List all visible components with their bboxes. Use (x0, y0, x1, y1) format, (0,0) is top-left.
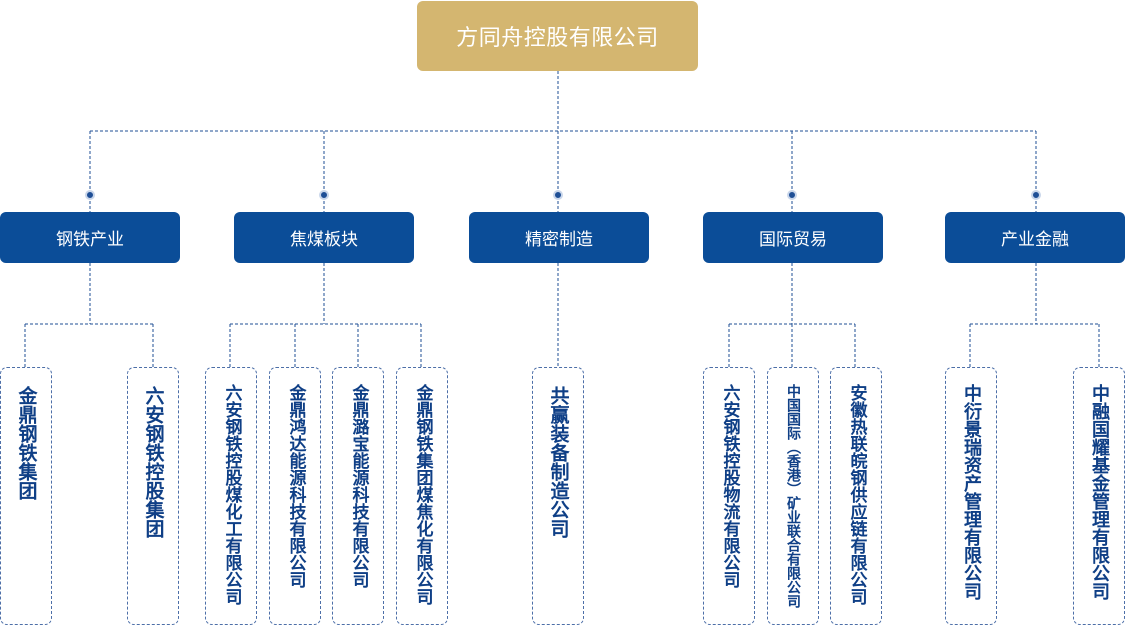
company-box: 金鼎鸿达能源科技有限公司 (269, 367, 321, 625)
company-box: 六安钢铁控股集团 (127, 367, 179, 625)
category-coking-coal: 焦煤板块 (234, 212, 414, 263)
category-label: 焦煤板块 (290, 230, 358, 250)
company-name: 中衍景瑞资产管理有限公司 (961, 384, 982, 600)
category-label: 精密制造 (525, 230, 593, 250)
root-company-box: 方同舟控股有限公司 (417, 1, 698, 71)
company-name: 金鼎钢铁集团 (15, 386, 38, 500)
company-name: 六安钢铁控股物流有限公司 (719, 384, 740, 588)
company-name: 中国国际（香港）矿业联合有限公司 (785, 384, 801, 608)
connector-dot (553, 190, 563, 200)
category-label: 钢铁产业 (56, 230, 124, 250)
connector-dot (1031, 190, 1041, 200)
company-name: 金鼎钢铁集团煤焦化有限公司 (412, 384, 433, 605)
company-box: 金鼎钢铁集团煤焦化有限公司 (396, 367, 448, 625)
company-name: 中融国耀基金管理有限公司 (1089, 384, 1110, 600)
category-label: 国际贸易 (759, 230, 827, 250)
root-company-label: 方同舟控股有限公司 (456, 26, 659, 51)
company-box: 中衍景瑞资产管理有限公司 (945, 367, 997, 625)
connector-dot (787, 190, 797, 200)
company-box: 金鼎潞宝能源科技有限公司 (332, 367, 384, 625)
category-label: 产业金融 (1001, 230, 1069, 250)
company-name: 金鼎潞宝能源科技有限公司 (348, 384, 369, 588)
company-box: 六安钢铁控股煤化工有限公司 (205, 367, 257, 625)
connector-dot (85, 190, 95, 200)
company-box: 中融国耀基金管理有限公司 (1073, 367, 1125, 625)
company-box: 金鼎钢铁集团 (0, 367, 52, 625)
company-box: 共赢装备制造公司 (532, 367, 584, 625)
company-name: 六安钢铁控股集团 (142, 386, 165, 538)
category-steel: 钢铁产业 (0, 212, 180, 263)
company-name: 共赢装备制造公司 (547, 386, 570, 538)
company-name: 金鼎鸿达能源科技有限公司 (285, 384, 306, 588)
company-name: 安徽热联皖钢供应链有限公司 (846, 384, 867, 605)
connector-dot (319, 190, 329, 200)
company-box: 六安钢铁控股物流有限公司 (703, 367, 755, 625)
category-international-trade: 国际贸易 (703, 212, 883, 263)
category-precision-manufacturing: 精密制造 (469, 212, 649, 263)
company-box: 中国国际（香港）矿业联合有限公司 (767, 367, 819, 625)
company-name: 六安钢铁控股煤化工有限公司 (221, 384, 242, 605)
company-box: 安徽热联皖钢供应链有限公司 (830, 367, 882, 625)
category-industrial-finance: 产业金融 (945, 212, 1125, 263)
